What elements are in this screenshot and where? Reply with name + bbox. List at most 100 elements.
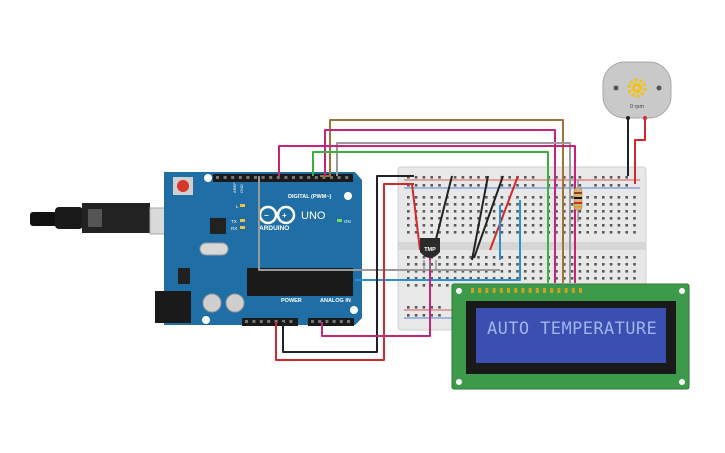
breadboard-hole[interactable]: [407, 270, 410, 273]
breadboard-hole[interactable]: [555, 184, 558, 187]
breadboard-hole[interactable]: [516, 256, 519, 259]
breadboard-hole[interactable]: [508, 277, 511, 280]
breadboard-hole[interactable]: [477, 256, 480, 259]
breadboard-hole[interactable]: [516, 203, 519, 206]
breadboard-hole[interactable]: [414, 256, 418, 259]
breadboard-hole[interactable]: [500, 184, 504, 187]
breadboard-hole[interactable]: [438, 196, 441, 199]
breadboard-hole[interactable]: [594, 184, 597, 187]
breadboard-hole[interactable]: [446, 277, 449, 280]
analog-pin[interactable]: [318, 320, 322, 323]
breadboard-hole[interactable]: [453, 270, 457, 273]
breadboard-hole[interactable]: [539, 270, 543, 273]
breadboard-hole[interactable]: [617, 176, 621, 179]
breadboard-hole[interactable]: [625, 217, 628, 220]
breadboard-hole[interactable]: [430, 306, 433, 309]
breadboard-hole[interactable]: [524, 184, 527, 187]
breadboard-hole[interactable]: [430, 217, 433, 220]
breadboard-hole[interactable]: [414, 263, 418, 266]
breadboard-hole[interactable]: [414, 231, 418, 234]
breadboard-hole[interactable]: [446, 284, 449, 287]
breadboard-hole[interactable]: [609, 263, 613, 266]
digital-pin[interactable]: [330, 176, 333, 179]
breadboard-hole[interactable]: [453, 256, 457, 259]
breadboard-hole[interactable]: [407, 224, 410, 227]
lcd-pin[interactable]: [492, 288, 496, 293]
breadboard-hole[interactable]: [617, 210, 621, 213]
digital-pin[interactable]: [231, 176, 235, 179]
breadboard-hole[interactable]: [531, 176, 535, 179]
breadboard-hole[interactable]: [555, 203, 558, 206]
breadboard-hole[interactable]: [492, 263, 496, 266]
breadboard-hole[interactable]: [407, 306, 410, 309]
breadboard-hole[interactable]: [516, 210, 519, 213]
wire-black-gnd[interactable]: [282, 175, 414, 353]
breadboard-hole[interactable]: [570, 203, 574, 206]
breadboard-hole[interactable]: [524, 270, 527, 273]
breadboard-hole[interactable]: [570, 184, 574, 187]
breadboard-hole[interactable]: [446, 270, 449, 273]
breadboard-hole[interactable]: [414, 184, 418, 187]
breadboard-hole[interactable]: [524, 256, 527, 259]
breadboard-hole[interactable]: [430, 231, 433, 234]
breadboard-hole[interactable]: [461, 224, 465, 227]
breadboard-hole[interactable]: [578, 176, 582, 179]
breadboard-hole[interactable]: [508, 256, 511, 259]
digital-pins[interactable]: [216, 176, 349, 179]
breadboard-hole[interactable]: [586, 263, 589, 266]
breadboard-hole[interactable]: [492, 210, 496, 213]
breadboard-hole[interactable]: [438, 217, 441, 220]
digital-pin[interactable]: [314, 176, 318, 179]
breadboard-hole[interactable]: [578, 270, 582, 273]
lcd-pin[interactable]: [571, 288, 575, 293]
breadboard-hole[interactable]: [617, 203, 621, 206]
breadboard-hole[interactable]: [531, 263, 535, 266]
breadboard-hole[interactable]: [446, 203, 449, 206]
breadboard-hole[interactable]: [422, 210, 426, 213]
breadboard-hole[interactable]: [430, 203, 433, 206]
breadboard-hole[interactable]: [617, 256, 621, 259]
temperature-sensor[interactable]: TMP: [420, 238, 440, 270]
breadboard-hole[interactable]: [422, 217, 426, 220]
breadboard-hole[interactable]: [469, 203, 472, 206]
breadboard-hole[interactable]: [461, 217, 465, 220]
breadboard-hole[interactable]: [461, 263, 465, 266]
wire-grey-bus[interactable]: [258, 176, 500, 271]
breadboard-hole[interactable]: [469, 210, 472, 213]
digital-pin[interactable]: [216, 176, 219, 179]
digital-pin[interactable]: [238, 176, 242, 179]
breadboard-hole[interactable]: [524, 217, 527, 220]
breadboard-hole[interactable]: [633, 231, 636, 234]
breadboard-hole[interactable]: [461, 210, 465, 213]
breadboard-hole[interactable]: [422, 256, 426, 259]
breadboard-hole[interactable]: [609, 176, 613, 179]
breadboard-hole[interactable]: [500, 196, 504, 199]
lcd-pin[interactable]: [543, 288, 546, 293]
breadboard-hole[interactable]: [485, 176, 488, 179]
lcd-pin[interactable]: [478, 288, 482, 293]
breadboard-hole[interactable]: [422, 270, 426, 273]
breadboard-hole[interactable]: [524, 263, 527, 266]
breadboard-hole[interactable]: [570, 210, 574, 213]
breadboard-hole[interactable]: [563, 203, 566, 206]
breadboard-hole[interactable]: [477, 217, 480, 220]
breadboard-hole[interactable]: [602, 184, 605, 187]
breadboard-hole[interactable]: [609, 256, 613, 259]
lcd-pin[interactable]: [471, 288, 474, 293]
lcd-pin[interactable]: [564, 288, 568, 293]
breadboard-hole[interactable]: [578, 277, 582, 280]
breadboard-hole[interactable]: [555, 256, 558, 259]
breadboard-hole[interactable]: [438, 210, 441, 213]
jumper-black-3[interactable]: [473, 175, 504, 259]
breadboard-hole[interactable]: [570, 263, 574, 266]
breadboard-hole[interactable]: [578, 256, 582, 259]
analog-pin[interactable]: [347, 320, 350, 323]
power-pin[interactable]: [282, 320, 285, 323]
breadboard-hole[interactable]: [422, 277, 426, 280]
breadboard-hole[interactable]: [508, 176, 511, 179]
breadboard-hole[interactable]: [469, 277, 472, 280]
breadboard-hole[interactable]: [500, 256, 504, 259]
breadboard-hole[interactable]: [516, 196, 519, 199]
breadboard-hole[interactable]: [453, 184, 457, 187]
breadboard-hole[interactable]: [602, 217, 605, 220]
